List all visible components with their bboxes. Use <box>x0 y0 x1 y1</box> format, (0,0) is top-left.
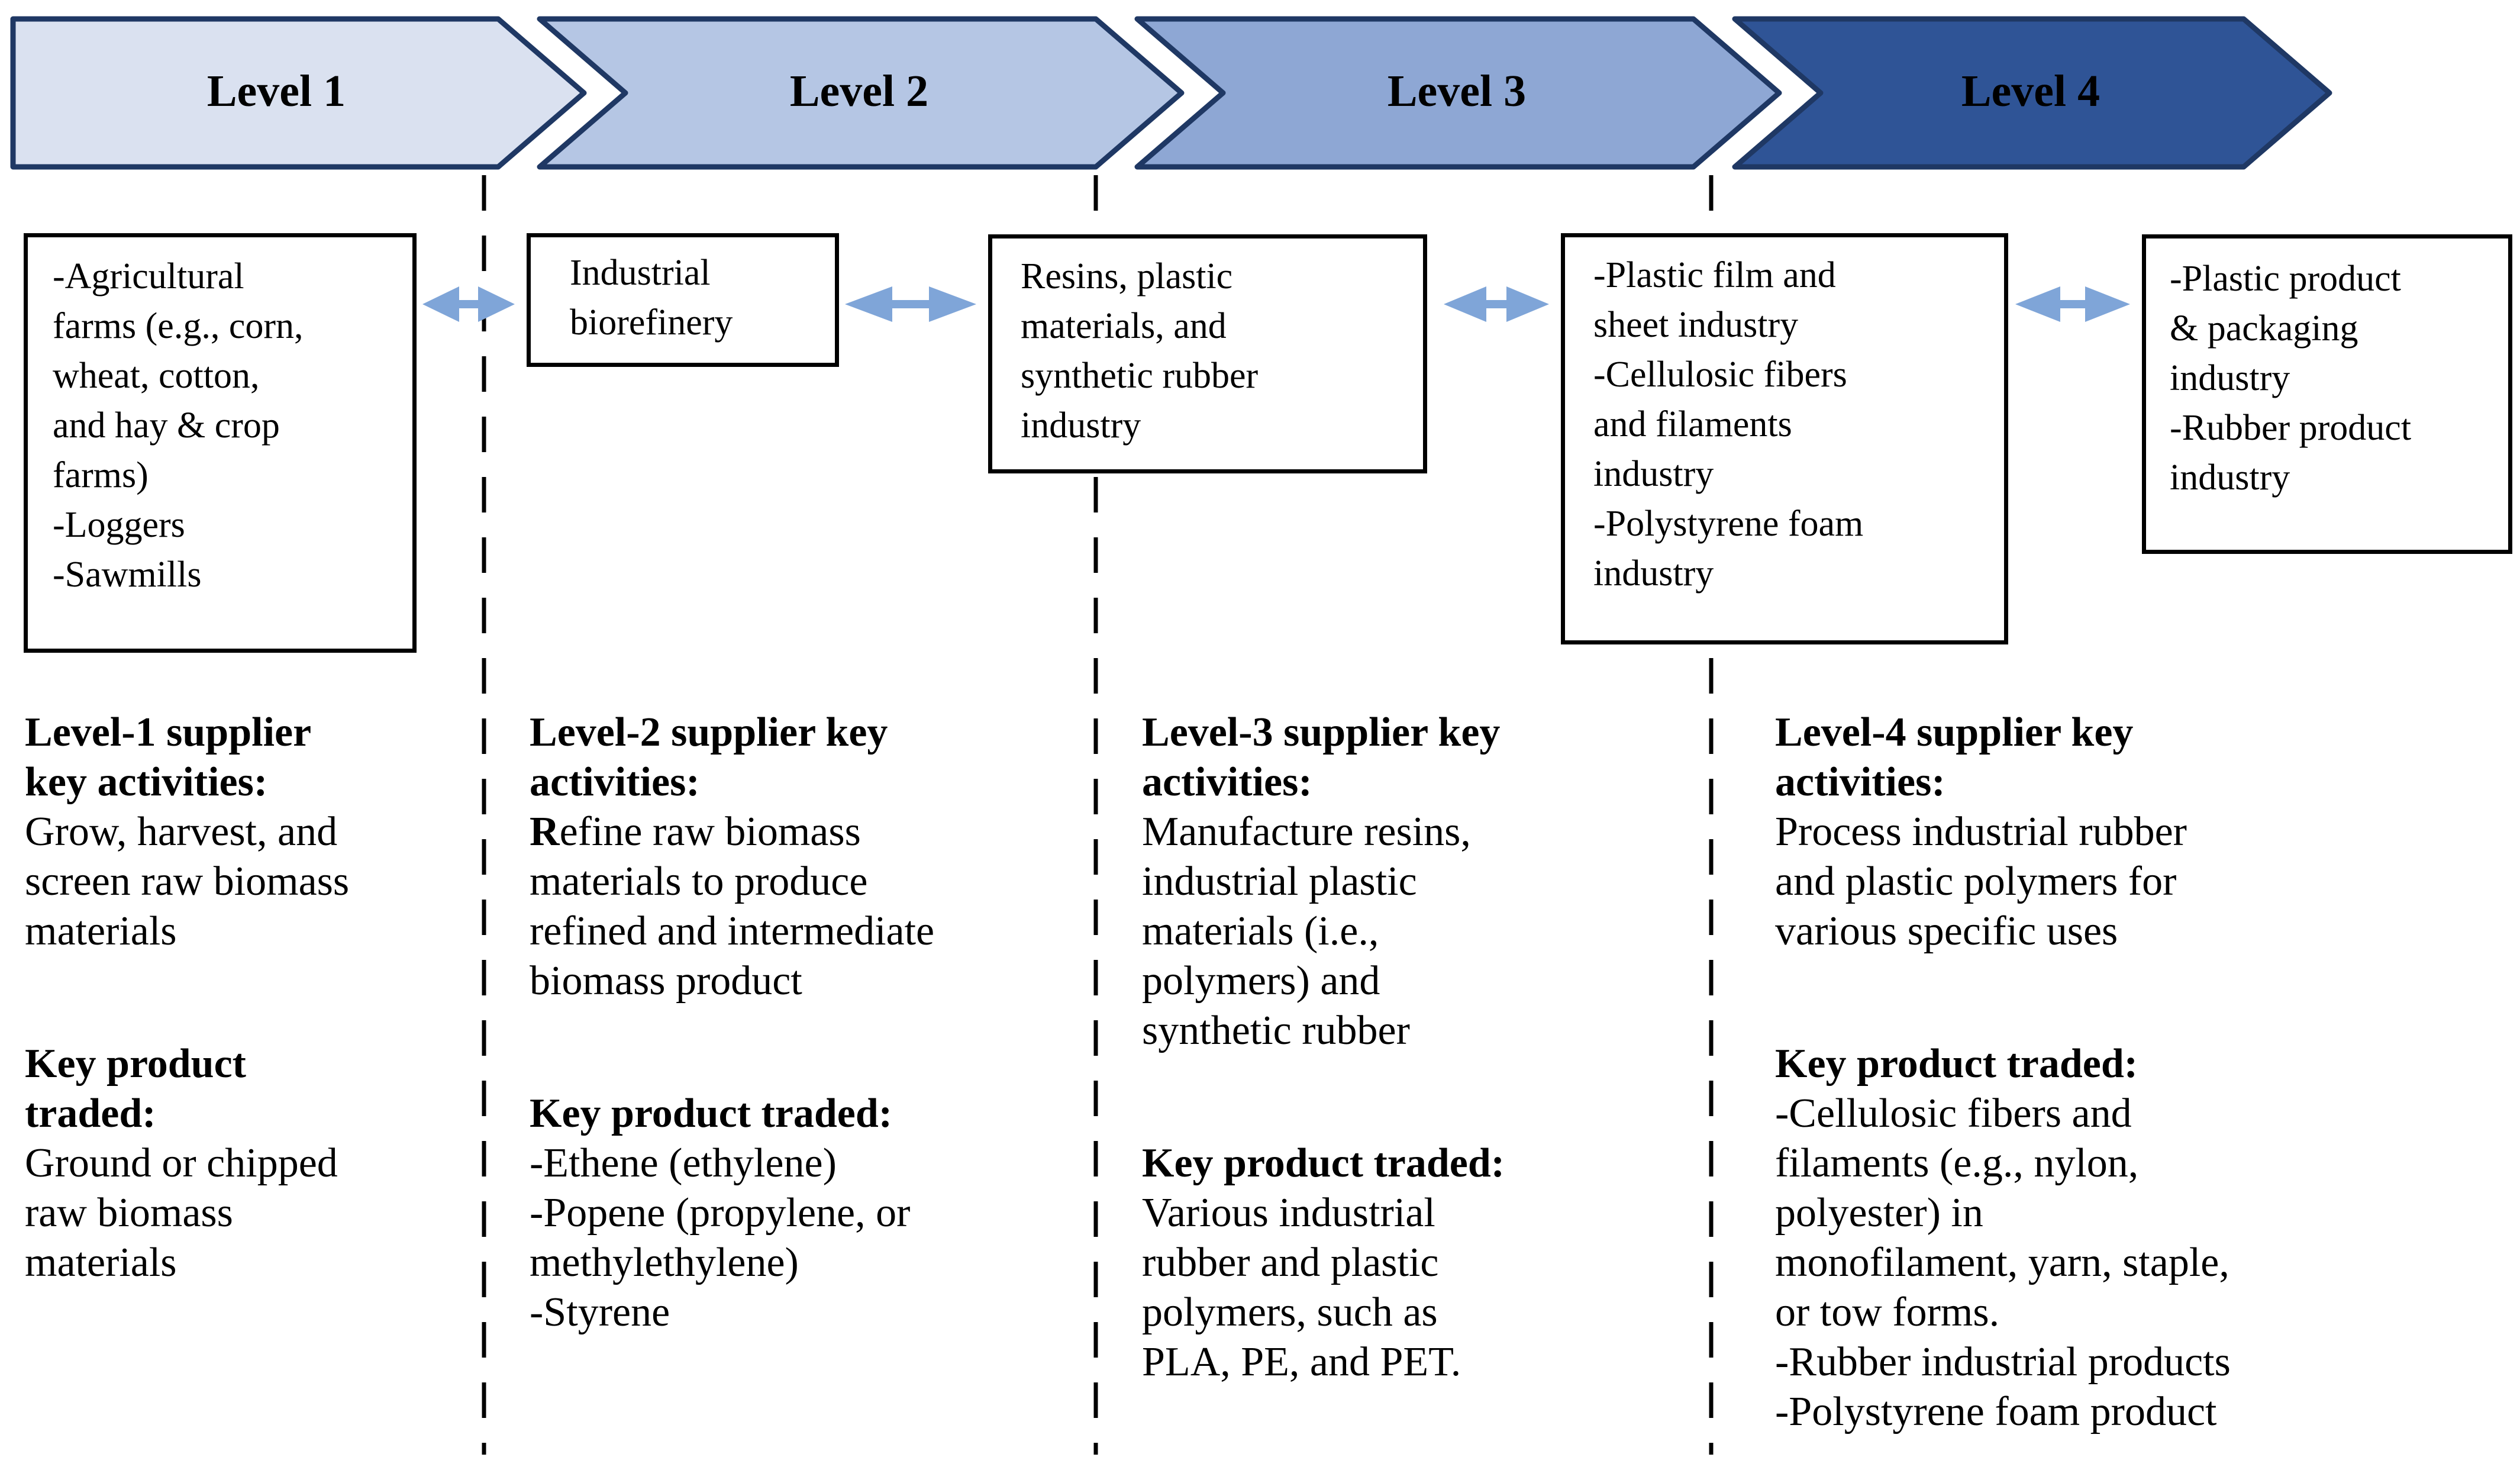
double-arrow-icon <box>422 286 515 322</box>
level3-activities-text: Manufacture resins, industrial plastic m… <box>1142 807 1698 1056</box>
level2-products-heading: Key product traded: <box>530 1091 893 1136</box>
double-arrow-icon <box>845 286 976 322</box>
level2-products-list: -Ethene (ethylene)-Popene (propylene, or… <box>530 1139 1098 1337</box>
level3-products-list: Various industrial rubber and plastic po… <box>1142 1188 1698 1387</box>
double-arrow-icon <box>2015 286 2130 322</box>
level2-column: Level-2 supplier key activities: Refine … <box>530 708 1098 1337</box>
level2-activities-heading: Level-2 supplier key activities: <box>530 710 888 805</box>
level4-products-heading: Key product traded: <box>1775 1041 2138 1087</box>
activities-body: Grow, harvest, and screen raw biomass ma… <box>25 809 350 954</box>
level4-products-list: -Cellulosic fibers and filaments (e.g., … <box>1775 1089 2518 1437</box>
level4-column: Level-4 supplier key activities: Process… <box>1775 708 2518 1437</box>
film-fibers-foam-industry-box: -Plastic film and sheet industry-Cellulo… <box>1561 233 2008 644</box>
box-line: -Loggers <box>53 505 185 545</box>
level1-activities-text: Grow, harvest, and screen raw biomass ma… <box>25 807 439 956</box>
activities-body: efine raw biomass materials to produce r… <box>530 809 935 1004</box>
level1-suppliers-box: -Agricultural farms (e.g., corn, wheat, … <box>24 233 417 653</box>
resins-rubber-industry-box: Resins, plastic materials, and synthetic… <box>988 234 1427 473</box>
box-line: -Plastic product & packaging industry <box>2170 259 2401 398</box>
product-item: -Rubber industrial products <box>1775 1339 2231 1385</box>
product-item: Ground or chipped raw biomass materials <box>25 1140 338 1285</box>
activities-bold-prefix: R <box>530 809 560 855</box>
industrial-biorefinery-box: Industrial biorefinery <box>527 233 839 367</box>
chevron-level1-shape <box>10 16 587 170</box>
product-item: -Ethene (ethylene) <box>530 1140 837 1186</box>
chevron-level4-label: Level 4 <box>1961 66 2100 116</box>
level3-column: Level-3 supplier key activities: Manufac… <box>1142 708 1698 1387</box>
level1-products-list: Ground or chipped raw biomass materials <box>25 1139 439 1288</box>
product-item: -Styrene <box>530 1290 670 1335</box>
product-item: -Cellulosic fibers and filaments (e.g., … <box>1775 1091 2229 1335</box>
level4-activities-heading: Level-4 supplier key activities: <box>1775 710 2134 805</box>
chevron-level2-label: Level 2 <box>789 66 929 116</box>
box-line: -Cellulosic fibers and filaments industr… <box>1593 354 1847 494</box>
product-item: Various industrial rubber and plastic po… <box>1142 1190 1461 1385</box>
double-arrow-icon <box>1444 286 1549 322</box>
box-line: Industrial biorefinery <box>570 253 733 343</box>
box-line: -Sawmills <box>53 555 202 595</box>
activities-body: Process industrial rubber and plastic po… <box>1775 809 2187 954</box>
level3-products-heading: Key product traded: <box>1142 1140 1505 1186</box>
level1-column: Level-1 supplier key activities: Grow, h… <box>25 708 439 1288</box>
box-line: -Polystyrene foam industry <box>1593 504 1864 594</box>
box-line: -Plastic film and sheet industry <box>1593 255 1836 345</box>
chevron-level4-shape <box>1732 16 2332 170</box>
box-line: Resins, plastic materials, and synthetic… <box>1021 256 1259 446</box>
product-packaging-industry-box: -Plastic product & packaging industry -Ru… <box>2142 234 2512 554</box>
chevron-level3-shape <box>1134 16 1782 170</box>
level3-activities-heading: Level-3 supplier key activities: <box>1142 710 1501 805</box>
product-item: -Popene (propylene, or methylethylene) <box>530 1190 911 1285</box>
box-line: -Rubber product industry <box>2170 408 2412 498</box>
level1-activities-heading: Level-1 supplier key activities: <box>25 710 312 805</box>
product-item: -Polystyrene foam product <box>1775 1389 2217 1435</box>
activities-body: Manufacture resins, industrial plastic m… <box>1142 809 1471 1053</box>
level4-activities-text: Process industrial rubber and plastic po… <box>1775 807 2518 956</box>
level1-products-heading: Key product traded: <box>25 1041 246 1136</box>
chevron-level1-label: Level 1 <box>206 66 346 116</box>
level2-activities-text: Refine raw biomass materials to produce … <box>530 807 1098 1006</box>
box-line: -Agricultural farms (e.g., corn, wheat, … <box>53 256 304 495</box>
chevron-level3-label: Level 3 <box>1387 66 1527 116</box>
chevron-level2-shape <box>537 16 1185 170</box>
